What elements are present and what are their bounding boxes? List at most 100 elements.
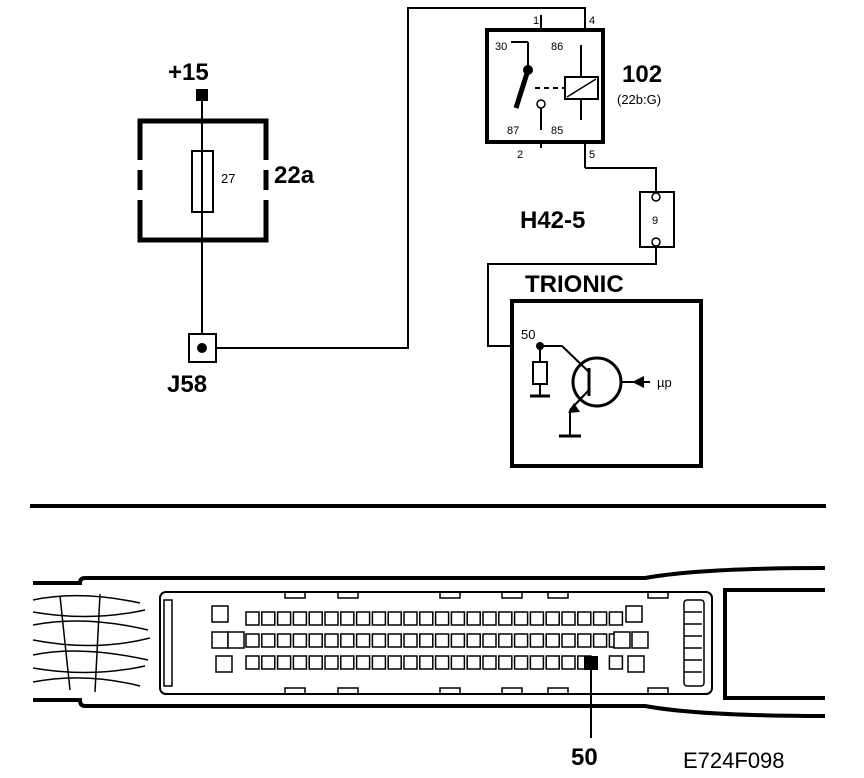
connector-pin [355,633,371,648]
relay-pin-30: 30 [495,41,507,53]
supply-label: +15 [168,59,209,86]
connector-pin [482,611,497,626]
connector-pin [513,611,529,626]
connector-pin-grid [211,605,649,673]
connector-pin [592,611,608,626]
connector-pin [340,611,355,626]
connector-pin [466,611,481,626]
relay-terminal-2: 2 [517,149,523,161]
connector-pin [577,611,592,626]
wire-connector-ecu [487,247,657,347]
connector-pin [403,611,418,626]
connector-pin [613,631,631,649]
connector-pin [419,655,434,670]
relay-pin-85: 85 [551,125,563,137]
connector-pin [608,655,624,670]
connector-pin [513,633,529,648]
connector-pin [625,605,643,623]
connector-pin [498,633,513,648]
connector-pin [276,655,292,670]
supply-terminal [196,89,208,101]
connector-pin [529,655,545,670]
connector-pin [466,655,481,670]
connector-pin [292,633,308,648]
connector-pin [371,611,387,626]
connector-pin [324,655,339,670]
relay-ref: 102 [622,61,662,88]
connector-pin [211,605,229,623]
connector-pin [340,633,355,648]
connector-pin [434,633,450,648]
connector-pin [245,655,260,670]
ecu-resistor [532,361,548,385]
wire-harness [32,593,151,693]
figure-id: E724F098 [683,748,785,773]
connector-pin [466,633,481,648]
connector-h42-5: 9 [639,191,675,248]
splice-ref: J58 [167,371,207,398]
connector-pin [227,631,245,649]
connector-pin [245,611,260,626]
pin-callout-label: 50 [571,744,598,771]
connector-pin [276,611,292,626]
wire-relay-connector [585,167,657,192]
connector-pin [324,633,339,648]
connector-pin [371,655,387,670]
connector-pin [261,655,276,670]
wire-j58-relay [216,7,586,349]
connector-pin [631,631,649,649]
connector-pin [419,611,434,626]
relay-pin-86: 86 [551,41,563,53]
connector-pin [627,655,645,673]
connector-pin [292,655,308,670]
connector-pin [211,631,229,649]
relay-terminal-4: 4 [589,15,595,27]
connector-pin [561,633,576,648]
connector-pin [308,633,323,648]
connector-pin [276,633,292,648]
connector-pin [215,655,233,673]
connector-ref: H42-5 [520,207,585,234]
fuse-box-22a: 27 [137,118,269,243]
connector-pin [403,655,418,670]
connector-pin: 9 [652,215,658,227]
relay-terminal-5: 5 [589,149,595,161]
connector-pin [387,655,402,670]
connector-pin [561,611,576,626]
connector-pin [434,655,450,670]
relay-terminal-1: 1 [533,15,539,27]
connector-pin [513,655,529,670]
connector-pin [308,655,323,670]
connector-pin [545,611,560,626]
connector-pin [403,633,418,648]
ecu-trionic: 50 µp [510,299,703,468]
connector-pin [608,611,624,626]
connector-pin [387,633,402,648]
connector-pin [371,633,387,648]
ecu-pin-number: 50 [521,327,535,342]
ecu-name: TRIONIC [525,271,624,298]
ecu-signal-label: µp [657,375,672,390]
connector-pin [561,655,576,670]
relay-pin-87: 87 [507,125,519,137]
connector-pin [308,611,323,626]
connector-pin-50 [584,656,598,670]
connector-pin [355,655,371,670]
connector-pin [482,633,497,648]
relay-location: (22b:G) [617,92,661,107]
connector-pin [245,633,260,648]
connector-pin [434,611,450,626]
connector-pin [529,611,545,626]
connector-pin [545,633,560,648]
connector-pin [498,611,513,626]
connector-pin [498,655,513,670]
ecu-connector-illustration [32,566,826,738]
connector-pin [545,655,560,670]
connector-pin [292,611,308,626]
connector-pin [592,633,608,648]
connector-pin [450,611,466,626]
connector-pin [261,611,276,626]
connector-pin [419,633,434,648]
fuse-number: 27 [221,171,235,186]
